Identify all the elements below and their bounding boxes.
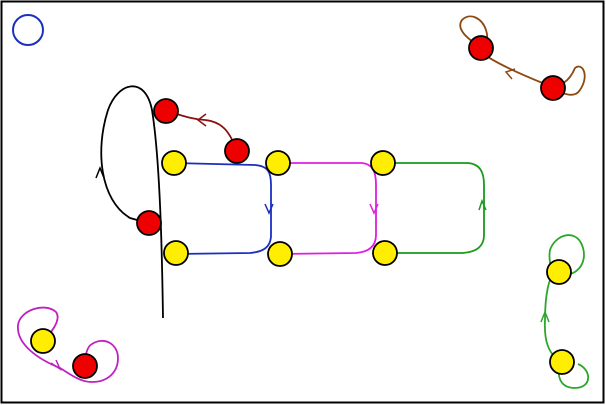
yellow-node: [163, 240, 189, 266]
yellow-node: [546, 259, 572, 285]
red-node: [72, 353, 98, 379]
green-loop-path: [383, 162, 485, 254]
purple-curve-arrow: [50, 359, 62, 372]
magenta-loop-path: [277, 162, 377, 255]
yellow-node: [267, 241, 293, 267]
green-loop-arrow: [478, 198, 487, 211]
black-loop-path: [100, 85, 164, 319]
yellow-node: [370, 150, 396, 176]
yellow-node: [161, 150, 187, 176]
yellow-node: [265, 150, 291, 176]
black-loop-arrow: [95, 165, 105, 179]
red-node: [136, 210, 162, 236]
purple-curve-path: [17, 306, 119, 383]
brown-curve-path: [459, 15, 586, 96]
red-node: [540, 75, 566, 101]
blue-loop-arrow: [264, 203, 274, 215]
blue-loop-path: [173, 162, 272, 255]
light-green-curve-arrow: [540, 309, 550, 323]
light-green-curve-path: [543, 234, 590, 389]
red-node: [468, 35, 494, 61]
blue-hollow-circle: [12, 14, 44, 46]
yellow-node: [30, 328, 56, 354]
yellow-node: [549, 349, 575, 375]
magenta-loop-arrow: [369, 203, 379, 215]
brown-curve-arrow: [504, 68, 516, 80]
red-node: [224, 138, 250, 164]
red-node: [153, 98, 179, 124]
yellow-node: [372, 240, 398, 266]
dark-red-arrow: [196, 113, 207, 127]
